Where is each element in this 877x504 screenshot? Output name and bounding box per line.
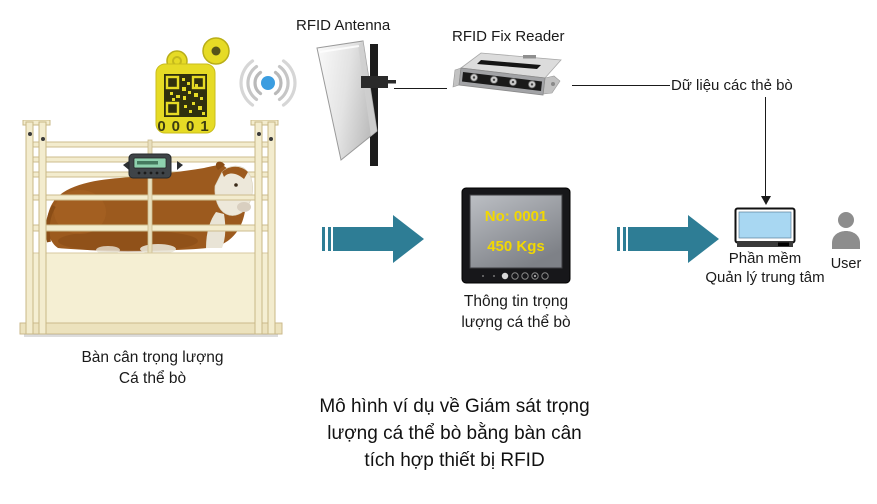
software-label: Phần mềm Quản lý trung tâm [695, 249, 835, 287]
caption-line3: tích hợp thiết bị RFID [364, 450, 545, 471]
caption-line2: lượng cá thể bò bằng bàn cân [327, 423, 582, 444]
connector-data-software [765, 97, 766, 197]
down-arrowhead-icon [761, 196, 771, 205]
scale-indicator-icon [123, 153, 183, 179]
rfid-ear-tag-icon: 0001 [155, 37, 230, 135]
qr-code [164, 74, 207, 117]
software-label-line2: Quản lý trung tâm [705, 269, 825, 286]
weight-info-label-line2: lượng cá thể bò [461, 314, 571, 331]
radio-signal-icon [239, 59, 297, 107]
scale-station-label-line2: Cá thể bò [118, 370, 187, 387]
weight-info-label: Thông tin trọng lượng cá thể bò [446, 291, 586, 333]
flow-arrow-right-icon [322, 215, 424, 263]
connector-reader-data [572, 85, 670, 86]
display-buttons [482, 272, 549, 280]
scale-station-label: Bàn cân trọng lượng Cá thể bò [55, 347, 250, 389]
rfid-antenna-icon [316, 40, 396, 166]
caption-line1: Mô hình ví dụ về Giám sát trọng [319, 396, 590, 417]
weight-info-label-line1: Thông tin trọng [463, 293, 569, 310]
ear-tag-number: 0001 [157, 118, 214, 135]
rfid-fix-reader-icon [452, 52, 562, 96]
rfid-fix-reader-label: RFID Fix Reader [452, 28, 565, 45]
software-monitor-icon [734, 207, 796, 247]
software-label-line1: Phần mềm [728, 250, 802, 267]
weighing-cage-illustration [19, 120, 283, 337]
tag-data-label: Dữ liệu các thẻ bò [671, 77, 793, 94]
weight-display-icon: No: 0001 450 Kgs [461, 187, 571, 284]
display-id-text: No: 0001 [485, 208, 548, 225]
scale-station-label-line1: Bàn cân trọng lượng [81, 349, 224, 366]
connector-antenna-reader [394, 88, 447, 89]
diagram-caption: Mô hình ví dụ về Giám sát trọng lượng cá… [287, 393, 622, 474]
flow-arrow-right-icon [617, 215, 719, 263]
user-label: User [830, 256, 862, 272]
display-weight-text: 450 Kgs [487, 238, 545, 255]
rfid-antenna-label: RFID Antenna [296, 17, 391, 34]
user-icon [832, 212, 860, 249]
